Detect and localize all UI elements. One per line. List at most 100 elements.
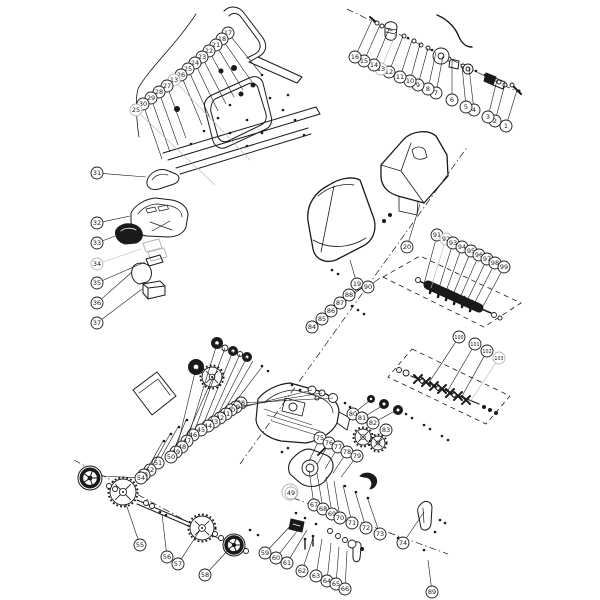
callout-11: 11 <box>393 39 413 84</box>
callout-number-82: 82 <box>369 419 377 427</box>
callout-circle-60 <box>269 551 283 565</box>
part-outline-21 <box>312 184 367 253</box>
screw-dot-12 <box>404 412 408 416</box>
washer-ring-30 <box>112 486 118 492</box>
callout-circle-99 <box>497 260 511 274</box>
screw-dot-11 <box>348 405 352 409</box>
washer-ring-13 <box>437 52 445 60</box>
callout-number-93: 93 <box>449 239 457 247</box>
washer-ring-31 <box>143 500 149 506</box>
callout-number-49: 49 <box>287 489 295 497</box>
callout-number-33: 33 <box>93 239 101 247</box>
callout-number-46: 46 <box>189 431 197 439</box>
callout-circle-36 <box>90 296 104 310</box>
part-outline-33 <box>145 254 164 267</box>
callout-number-90: 90 <box>364 283 372 291</box>
callout-number-85: 85 <box>318 315 326 323</box>
callout-circle-25 <box>129 103 143 117</box>
gear-15 <box>187 513 217 543</box>
callout-circle-37 <box>90 316 104 330</box>
callout-81: 81 <box>355 405 383 425</box>
callout-60: 60 <box>269 525 302 565</box>
callout-103: 103 <box>469 351 506 403</box>
callout-number-37: 37 <box>93 319 101 327</box>
callout-circle-89 <box>425 585 439 599</box>
callout-number-103: 103 <box>494 356 503 362</box>
washer-ring-26 <box>415 277 421 283</box>
washer-ring-37 <box>335 533 341 539</box>
callout-number-58: 58 <box>201 571 209 579</box>
screw-dot-28 <box>433 530 437 534</box>
screw-dot-6 <box>260 364 264 368</box>
callout-circle-88 <box>342 288 356 302</box>
callout-50: 50 <box>164 419 187 464</box>
callout-circle-71 <box>345 516 359 530</box>
fastener-blob-6 <box>360 547 364 551</box>
part-outline-50 <box>352 541 362 563</box>
screw-dot-8 <box>290 383 294 387</box>
screw-dot-52 <box>202 129 206 133</box>
washer-ring-25 <box>396 367 402 373</box>
callout-number-60: 60 <box>272 554 280 562</box>
callout-number-98: 98 <box>491 259 499 267</box>
callout-number-92: 92 <box>442 235 450 243</box>
callout-circle-81 <box>355 411 369 425</box>
callout-number-29: 29 <box>147 94 155 102</box>
screw-dot-18 <box>294 511 298 515</box>
callout-number-73: 73 <box>376 530 384 538</box>
screw-dot-35 <box>164 513 168 517</box>
part-outline-30 <box>115 223 143 245</box>
callout-circle-74 <box>396 536 410 550</box>
callout-number-16: 16 <box>351 53 359 61</box>
screw-dot-21 <box>248 528 252 532</box>
callout-89: 89 <box>425 559 439 599</box>
callout-circle-84 <box>305 320 319 334</box>
callout-circle-57 <box>171 557 185 571</box>
screw-dot-50 <box>228 103 232 107</box>
callout-circle-50 <box>164 450 178 464</box>
washer-ring-38 <box>342 537 348 543</box>
screw-dot-51 <box>216 116 220 120</box>
screw-dot-43 <box>245 118 249 122</box>
callout-circle-63 <box>309 569 323 583</box>
washer-ring-36 <box>327 528 333 534</box>
part-outline-31 <box>120 227 137 232</box>
callout-number-1: 1 <box>504 122 508 130</box>
fastener-blob-4 <box>250 82 256 88</box>
part-outline-9 <box>146 169 180 190</box>
gear-6 <box>188 359 204 375</box>
callout-number-25: 25 <box>132 106 140 114</box>
fastener-blob-12 <box>517 89 521 93</box>
washer-ring-34 <box>218 535 224 541</box>
callout-circle-66 <box>338 582 352 596</box>
callout-75: 75 <box>308 431 327 462</box>
callout-circle-49 <box>284 486 298 500</box>
washer-ring-20 <box>288 402 298 412</box>
callout-circle-33 <box>90 236 104 250</box>
callout-circle-3 <box>481 110 495 124</box>
callout-48: 48 <box>175 376 214 454</box>
part-outline-32 <box>142 238 168 262</box>
callout-number-69: 69 <box>328 510 336 518</box>
part-outline-24 <box>411 146 428 160</box>
callout-number-49: 49 <box>172 448 180 456</box>
fastener-blob-3 <box>174 106 180 112</box>
callout-number-10: 10 <box>406 77 414 85</box>
part-outline-3 <box>248 56 303 84</box>
part-outline-48 <box>417 500 433 531</box>
callout-59: 59 <box>258 521 295 560</box>
part-outline-20 <box>307 177 376 263</box>
part-outline-36 <box>255 382 340 444</box>
part-outline-37 <box>263 389 334 414</box>
callout-33: 33 <box>90 235 116 250</box>
callout-number-75: 75 <box>316 434 324 442</box>
part-outline-22 <box>380 131 449 204</box>
part-outline-38 <box>281 397 306 417</box>
part-outline-6 <box>162 106 321 161</box>
callout-number-43: 43 <box>210 418 218 426</box>
callout-number-55: 55 <box>136 541 144 549</box>
callout-number-52: 52 <box>146 466 154 474</box>
callout-number-45: 45 <box>197 426 205 434</box>
